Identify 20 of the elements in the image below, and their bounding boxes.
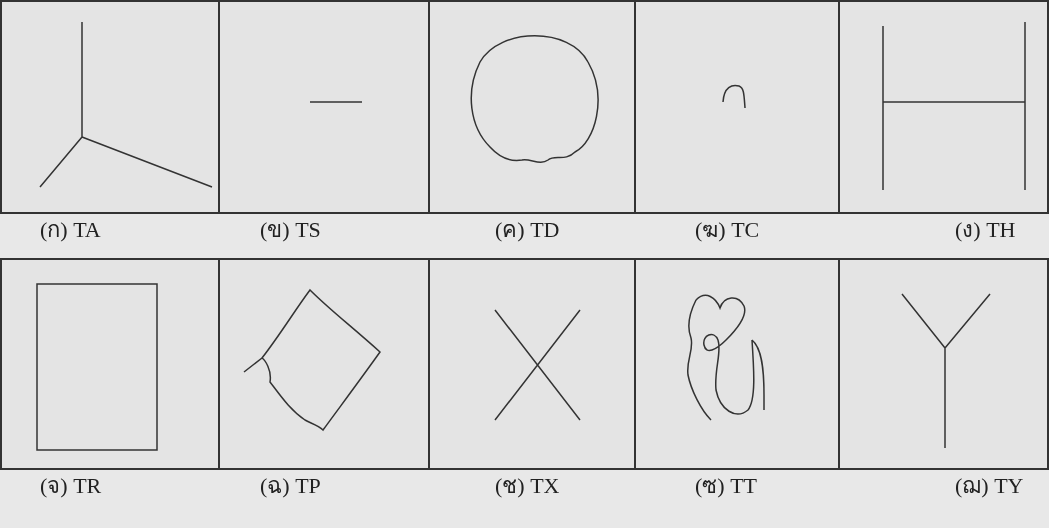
image-panel — [838, 258, 1049, 470]
figure-caption: (ข) TS — [260, 218, 321, 242]
image-panel — [0, 258, 220, 470]
figure-caption: (ค) TD — [495, 218, 560, 242]
figure-caption: (ซ) TT — [695, 474, 758, 498]
figure-caption: (ช) TX — [495, 474, 560, 498]
image-panel — [218, 0, 430, 214]
figure-caption: (ฌ) TY — [955, 474, 1024, 498]
image-panel — [634, 258, 840, 470]
figure-caption: (ก) TA — [40, 218, 101, 242]
image-panel — [428, 258, 636, 470]
figure-caption: (ฆ) TC — [695, 218, 760, 242]
figure-caption: (ฉ) TP — [260, 474, 321, 498]
image-panel — [838, 0, 1049, 214]
figure-caption: (จ) TR — [40, 474, 102, 498]
figure-caption: (ง) TH — [955, 218, 1016, 242]
image-panel — [634, 0, 840, 214]
image-panel — [428, 0, 636, 214]
image-panel — [218, 258, 430, 470]
image-panel — [0, 0, 220, 214]
